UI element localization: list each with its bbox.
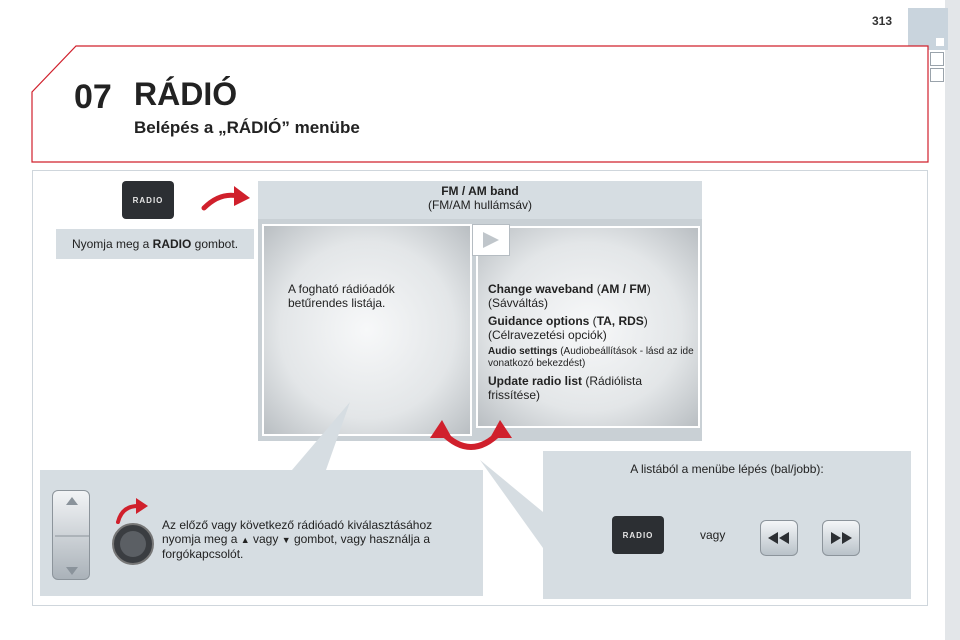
section-marker bbox=[930, 68, 944, 82]
double-curved-arrow-icon bbox=[430, 420, 512, 450]
section-marker bbox=[930, 52, 944, 66]
menu-item-audio-settings[interactable]: Audio settings (Audiobeállítások - lásd … bbox=[488, 346, 694, 369]
rewind-button[interactable] bbox=[760, 520, 798, 556]
station-list-text: A fogható rádióadók betűrendes listája. bbox=[288, 282, 395, 310]
instruction-line: nyomja meg a ▲ vagy ▼ gombot, vagy haszn… bbox=[162, 532, 431, 546]
menu-enter-text: A listából a menübe lépés (bal/jobb): bbox=[630, 462, 824, 476]
chapter-number: 07 bbox=[74, 78, 112, 116]
menu-item-change-waveband[interactable]: Change waveband (AM / FM) (Sávváltás) bbox=[488, 282, 651, 310]
screen-header: FM / AM band (FM/AM hullámsáv) bbox=[258, 181, 702, 219]
down-triangle-icon: ▼ bbox=[281, 535, 291, 545]
up-down-rocker[interactable] bbox=[52, 490, 90, 580]
header-frame bbox=[31, 45, 929, 163]
play-icon bbox=[483, 232, 499, 248]
side-rail bbox=[945, 0, 960, 640]
page-title: RÁDIÓ bbox=[134, 76, 238, 112]
screen-header-title: FM / AM band bbox=[441, 184, 519, 198]
up-arrow-icon bbox=[66, 497, 78, 505]
radio-menu: Change waveband (AM / FM) (Sávváltás) Gu… bbox=[488, 282, 694, 402]
or-label: vagy bbox=[700, 528, 726, 542]
section-tab bbox=[908, 8, 948, 50]
down-arrow-icon bbox=[66, 567, 78, 575]
rotary-knob-icon[interactable] bbox=[108, 496, 158, 570]
red-curved-arrow-icon bbox=[201, 186, 250, 211]
radio-button[interactable]: RADIO bbox=[122, 181, 174, 219]
instruction-line: Az előző vagy következő rádióadó kiválas… bbox=[162, 518, 433, 532]
page-number: 313 bbox=[872, 14, 893, 28]
instruction-press-radio: Nyomja meg a RADIO gombot. bbox=[56, 229, 254, 259]
up-triangle-icon: ▲ bbox=[240, 535, 250, 545]
play-tab[interactable] bbox=[472, 224, 510, 256]
menu-item-guidance-options[interactable]: Guidance options (TA, RDS) (Célravezetés… bbox=[488, 314, 648, 342]
screen-header-sub: (FM/AM hullámsáv) bbox=[427, 198, 532, 212]
rewind-icon bbox=[768, 532, 789, 544]
station-list-panel bbox=[262, 224, 472, 436]
instruction-line: forgókapcsolót. bbox=[162, 547, 244, 561]
radio-button[interactable]: RADIO bbox=[612, 516, 664, 554]
station-select-text: Az előző vagy következő rádióadó kiválas… bbox=[162, 518, 472, 561]
page-subtitle: Belépés a „RÁDIÓ” menübe bbox=[134, 118, 360, 137]
fast-forward-button[interactable] bbox=[822, 520, 860, 556]
fast-forward-icon bbox=[831, 532, 852, 544]
menu-item-update-radio-list[interactable]: Update radio list (Rádiólista frissítése… bbox=[488, 374, 643, 402]
station-select-box bbox=[40, 470, 483, 596]
menu-panel bbox=[476, 226, 700, 428]
